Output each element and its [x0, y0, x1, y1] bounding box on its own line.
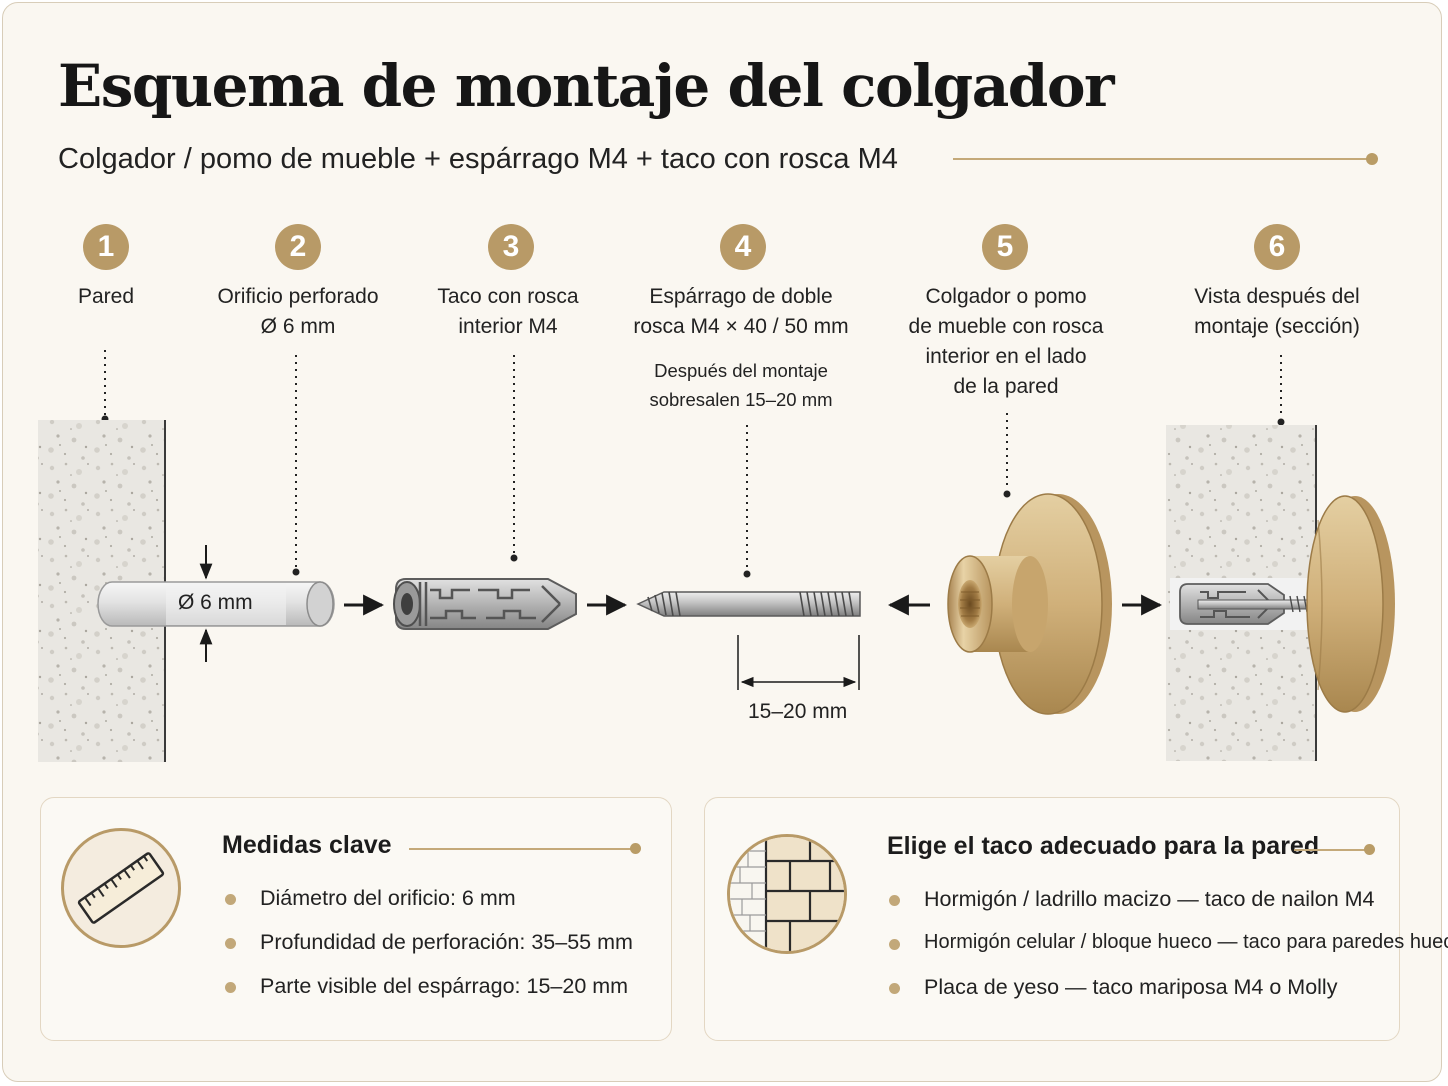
step-badge-6: 6: [1254, 224, 1300, 270]
key-measures-rule: [409, 848, 635, 850]
step-label-1: Pared: [77, 285, 135, 308]
anchor-choice-card: Elige el taco adecuado para la pared Hor…: [704, 797, 1448, 1041]
step-badge-4: 4: [720, 224, 766, 270]
list-item: Hormigón celular / bloque hueco — taco p…: [889, 931, 1448, 975]
subtitle-rule: [953, 158, 1369, 160]
protrusion-dimension-label: 15–20 mm: [748, 700, 848, 723]
wall-anchor: [393, 578, 577, 630]
list-item: Parte visible del espárrago: 15–20 mm: [225, 974, 633, 1018]
step-label-4: Espárrago de doble rosca M4 × 40 / 50 mm: [633, 285, 849, 338]
key-measures-list: Diámetro del orificio: 6 mm Profundidad …: [225, 886, 633, 1018]
step-label-5: Colgador o pomo de mueble con rosca inte…: [908, 285, 1104, 398]
step-label-3: Taco con rosca interior M4: [437, 285, 579, 338]
step-note-4: Después del montaje sobresalen 15–20 mm: [649, 360, 833, 410]
list-item: Hormigón / ladrillo macizo — taco de nai…: [889, 887, 1448, 931]
anchor-choice-list: Hormigón / ladrillo macizo — taco de nai…: [889, 887, 1448, 1019]
step-badge-3: 3: [488, 224, 534, 270]
list-item: Diámetro del orificio: 6 mm: [225, 886, 633, 930]
brass-knob: [947, 493, 1112, 715]
assembled-section: [1166, 425, 1395, 761]
list-item: Profundidad de perforación: 35–55 mm: [225, 930, 633, 974]
subtitle-rule-dot: [1366, 153, 1378, 165]
step-badge-5: 5: [982, 224, 1028, 270]
double-threaded-stud: [636, 591, 861, 690]
brick-wall-icon: [727, 834, 847, 954]
list-item: Placa de yeso — taco mariposa M4 o Molly: [889, 975, 1448, 1019]
step-badge-2: 2: [275, 224, 321, 270]
key-measures-card: Medidas clave Diámetro del orificio: 6 m…: [40, 797, 672, 1041]
ruler-icon: [61, 828, 181, 948]
step-label-6: Vista después del montaje (sección): [1194, 285, 1360, 338]
page-subtitle: Colgador / pomo de mueble + espárrago M4…: [58, 143, 898, 175]
drilled-hole: [97, 545, 335, 662]
anchor-choice-title: Elige el taco adecuado para la pared: [887, 832, 1320, 860]
hole-diameter-label: Ø 6 mm: [178, 591, 253, 614]
anchor-choice-rule: [1294, 849, 1366, 851]
step-badge-1: 1: [83, 224, 129, 270]
key-measures-rule-dot: [630, 843, 641, 854]
step-label-2: Orificio perforado Ø 6 mm: [217, 285, 379, 338]
anchor-choice-rule-dot: [1364, 844, 1375, 855]
page-title: Esquema de montaje del colgador: [58, 52, 1115, 120]
key-measures-title: Medidas clave: [222, 831, 392, 859]
